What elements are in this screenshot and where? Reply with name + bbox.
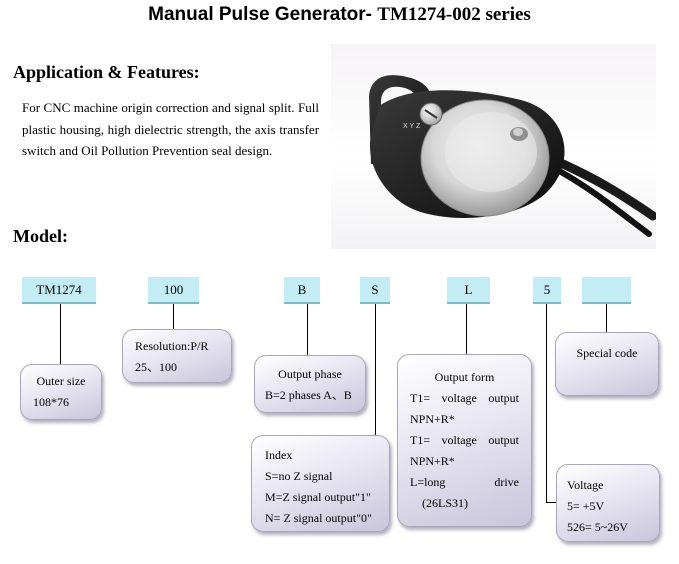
- output-form-line: L=long drive: [410, 475, 519, 489]
- output-form-line: T1= voltage output: [410, 433, 519, 447]
- connector-line: [546, 502, 556, 503]
- application-heading: Application & Features:: [13, 62, 200, 82]
- output-form-line: (26LS31): [422, 496, 468, 510]
- handwheel-illustration: X Y Z: [369, 75, 656, 237]
- output-form-line: T1= voltage output: [410, 391, 519, 405]
- callout-voltage: Voltage 5= +5V 526= 5~26V: [556, 464, 660, 542]
- title-main: Manual Pulse Generator-: [148, 4, 372, 25]
- callout-resolution: Resolution:P/R 25、100: [122, 329, 232, 383]
- resolution-value: 25、100: [135, 360, 178, 374]
- connector-line: [60, 304, 61, 364]
- voltage-line: 526= 5~26V: [567, 520, 628, 534]
- output-form-label: Output form: [434, 370, 495, 384]
- index-label: Index: [265, 448, 293, 462]
- callout-output-phase: Output phase B=2 phases A、B: [254, 355, 366, 413]
- callout-output-form: Output form T1= voltage output NPN+R* T1…: [397, 354, 532, 527]
- code-box-output-form: L: [447, 277, 490, 304]
- index-line: N= Z signal output"0": [265, 511, 372, 525]
- description-line: Full plastic housing, high dielectric st…: [22, 100, 319, 137]
- connector-line: [546, 304, 547, 502]
- output-phase-label: Output phase: [278, 367, 342, 381]
- code-box-resolution: 100: [148, 277, 199, 304]
- connector-line: [375, 304, 376, 435]
- svg-text:X Y Z: X Y Z: [403, 123, 421, 130]
- code-box-voltage: 5: [533, 277, 561, 304]
- index-line: S=no Z signal: [265, 469, 333, 483]
- voltage-label: Voltage: [567, 478, 604, 492]
- output-phase-value: B=2 phases A、B: [265, 388, 352, 402]
- outer-size-label: Outer size: [36, 374, 86, 388]
- page-title: Manual Pulse Generator- TM1274-002 serie…: [0, 4, 679, 26]
- callout-index: Index S=no Z signal M=Z signal output"1"…: [251, 435, 390, 532]
- connector-line: [173, 304, 174, 330]
- code-box-output-phase: B: [284, 277, 320, 304]
- description-line: For CNC machine origin correction and si…: [22, 100, 295, 115]
- description-line: seal design.: [211, 143, 273, 158]
- connector-line: [466, 304, 467, 354]
- callout-outer-size: Outer size 108*76: [20, 364, 102, 420]
- code-box-series: TM1274: [22, 277, 96, 304]
- special-code-label: Special code: [576, 346, 638, 360]
- connector-line: [307, 304, 308, 356]
- index-line: M=Z signal output"1": [265, 490, 371, 504]
- outer-size-value: 108*76: [33, 395, 69, 409]
- model-heading: Model:: [13, 226, 68, 246]
- product-photo: X Y Z: [331, 44, 656, 249]
- resolution-label: Resolution:P/R: [135, 339, 209, 353]
- application-description: For CNC machine origin correction and si…: [22, 97, 319, 162]
- output-form-line: NPN+R*: [410, 412, 455, 426]
- code-box-special: [582, 277, 631, 304]
- description-line: axis transfer switch and Oil Pollution P…: [22, 121, 320, 159]
- title-series: TM1274-002 series: [377, 4, 531, 25]
- output-form-line: NPN+R*: [410, 454, 455, 468]
- callout-special-code: Special code: [555, 332, 659, 396]
- connector-line: [606, 304, 607, 333]
- code-box-index: S: [360, 277, 390, 304]
- voltage-line: 5= +5V: [567, 499, 605, 513]
